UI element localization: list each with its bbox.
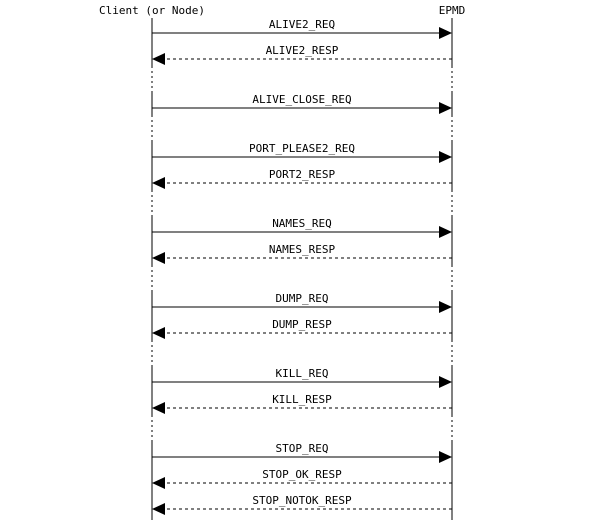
message-stop-notok-resp: STOP_NOTOK_RESP xyxy=(152,494,452,515)
arrowhead-right-icon xyxy=(439,226,452,238)
message-stop-ok-resp: STOP_OK_RESP xyxy=(152,468,452,489)
message-label: NAMES_RESP xyxy=(269,243,336,256)
message-label: STOP_OK_RESP xyxy=(262,468,342,481)
message-label: ALIVE2_RESP xyxy=(266,44,339,57)
message-label: STOP_REQ xyxy=(276,442,329,455)
message-port-please2-req: PORT_PLEASE2_REQ xyxy=(152,142,452,163)
message-kill-req: KILL_REQ xyxy=(152,367,452,388)
message-port2-resp: PORT2_RESP xyxy=(152,168,452,189)
message-label: PORT_PLEASE2_REQ xyxy=(249,142,355,155)
message-label: PORT2_RESP xyxy=(269,168,336,181)
arrowhead-left-icon xyxy=(152,327,165,339)
message-alive2-req: ALIVE2_REQ xyxy=(152,18,452,39)
message-kill-resp: KILL_RESP xyxy=(152,393,452,414)
arrowhead-left-icon xyxy=(152,252,165,264)
message-label: ALIVE_CLOSE_REQ xyxy=(252,93,351,106)
lifeline-group xyxy=(151,18,453,520)
arrowhead-right-icon xyxy=(439,376,452,388)
message-alive-close-req: ALIVE_CLOSE_REQ xyxy=(152,93,452,114)
message-label: ALIVE2_REQ xyxy=(269,18,335,31)
message-label: STOP_NOTOK_RESP xyxy=(252,494,352,507)
message-names-resp: NAMES_RESP xyxy=(152,243,452,264)
message-group: ALIVE2_REQ ALIVE2_RESP ALIVE_CLOSE_REQ PORT… xyxy=(152,18,452,515)
arrowhead-right-icon xyxy=(439,102,452,114)
message-alive2-resp: ALIVE2_RESP xyxy=(152,44,452,65)
arrowhead-right-icon xyxy=(439,151,452,163)
arrowhead-right-icon xyxy=(439,301,452,313)
message-names-req: NAMES_REQ xyxy=(152,217,452,238)
message-label: DUMP_RESP xyxy=(272,318,332,331)
message-label: KILL_REQ xyxy=(276,367,329,380)
actor-label-client: Client (or Node) xyxy=(99,4,205,17)
message-label: DUMP_REQ xyxy=(276,292,329,305)
arrowhead-left-icon xyxy=(152,477,165,489)
actor-label-epmd: EPMD xyxy=(439,4,466,17)
arrowhead-left-icon xyxy=(152,503,165,515)
message-dump-req: DUMP_REQ xyxy=(152,292,452,313)
arrowhead-right-icon xyxy=(439,27,452,39)
arrowhead-left-icon xyxy=(152,402,165,414)
message-dump-resp: DUMP_RESP xyxy=(152,318,452,339)
arrowhead-left-icon xyxy=(152,53,165,65)
arrowhead-left-icon xyxy=(152,177,165,189)
message-label: NAMES_REQ xyxy=(272,217,332,230)
message-stop-req: STOP_REQ xyxy=(152,442,452,463)
actor-label-group: Client (or Node) EPMD xyxy=(99,4,465,17)
arrowhead-right-icon xyxy=(439,451,452,463)
message-label: KILL_RESP xyxy=(272,393,332,406)
